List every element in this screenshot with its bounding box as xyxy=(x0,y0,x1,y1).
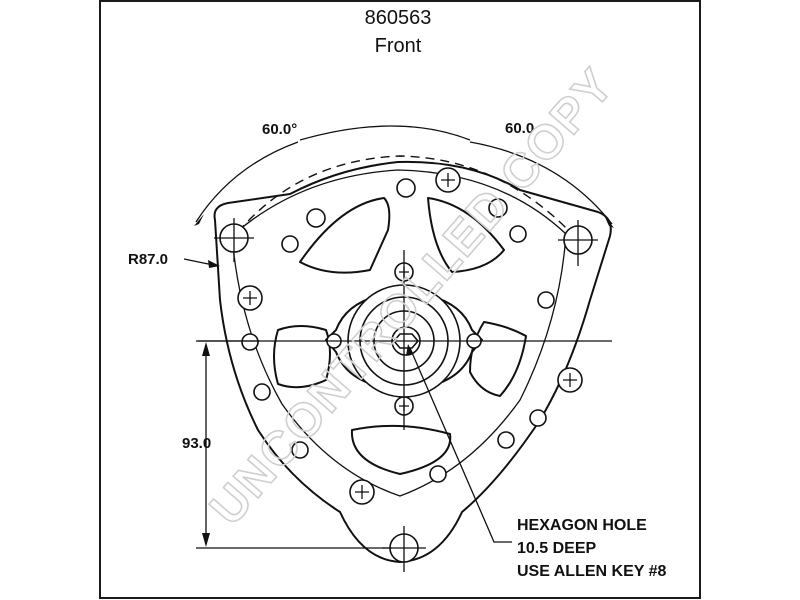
mounting-hole-right-cross xyxy=(558,220,598,266)
arrow-left xyxy=(194,214,204,226)
vent-slot xyxy=(299,197,391,274)
hole xyxy=(497,431,515,449)
hole xyxy=(306,208,326,228)
mounting-hole-left-cross xyxy=(214,218,254,262)
mounting-hole-bottom-cross xyxy=(382,526,426,572)
vent-slot xyxy=(350,424,452,475)
angle-arc-top xyxy=(299,125,471,141)
hole xyxy=(291,441,309,459)
angle-arc-right xyxy=(469,141,613,225)
callout-line-2: 10.5 DEEP xyxy=(517,540,596,557)
angle-right-label: 60.0 xyxy=(505,120,534,137)
callout-line-3: USE ALLEN KEY #8 xyxy=(517,563,666,580)
hole xyxy=(253,383,271,401)
hole xyxy=(509,225,527,243)
vent-slot xyxy=(273,325,331,389)
vent-slot xyxy=(427,197,505,273)
angle-arc-left xyxy=(195,141,299,223)
radius-dimension: R87.0 xyxy=(128,251,220,268)
callout-arrow xyxy=(406,344,413,356)
phillips-cross xyxy=(355,485,369,499)
hole xyxy=(529,409,547,427)
phillips-cross xyxy=(441,173,455,187)
vent-slot xyxy=(469,321,527,397)
angle-left-label: 60.0° xyxy=(262,121,297,138)
drawing-frame xyxy=(99,0,701,599)
bolt-circle-dashed xyxy=(237,155,575,237)
height-label: 93.0 xyxy=(182,435,211,452)
hole xyxy=(537,291,555,309)
mounting-holes xyxy=(214,218,598,572)
radius-label: R87.0 xyxy=(128,251,168,268)
callout-line-1: HEXAGON HOLE xyxy=(517,517,647,534)
small-holes xyxy=(241,178,555,483)
hole xyxy=(241,333,259,351)
callout-leader xyxy=(409,347,512,543)
hexagon-callout: HEXAGON HOLE 10.5 DEEP USE ALLEN KEY #8 xyxy=(517,517,666,580)
part-number: 860563 xyxy=(365,7,432,29)
height-arrow-bottom xyxy=(202,533,210,547)
hole xyxy=(488,198,508,218)
hole xyxy=(281,235,299,253)
phillips-cross xyxy=(563,373,577,387)
phillips-cross xyxy=(243,291,257,305)
hole xyxy=(396,178,416,198)
height-dimension: 93.0 xyxy=(182,340,392,549)
housing-inner-outline xyxy=(231,169,567,497)
height-arrow-top xyxy=(202,342,210,356)
radius-arrow xyxy=(208,260,220,268)
view-label: Front xyxy=(375,35,422,57)
hole xyxy=(429,465,447,483)
vent-slots xyxy=(273,197,527,475)
